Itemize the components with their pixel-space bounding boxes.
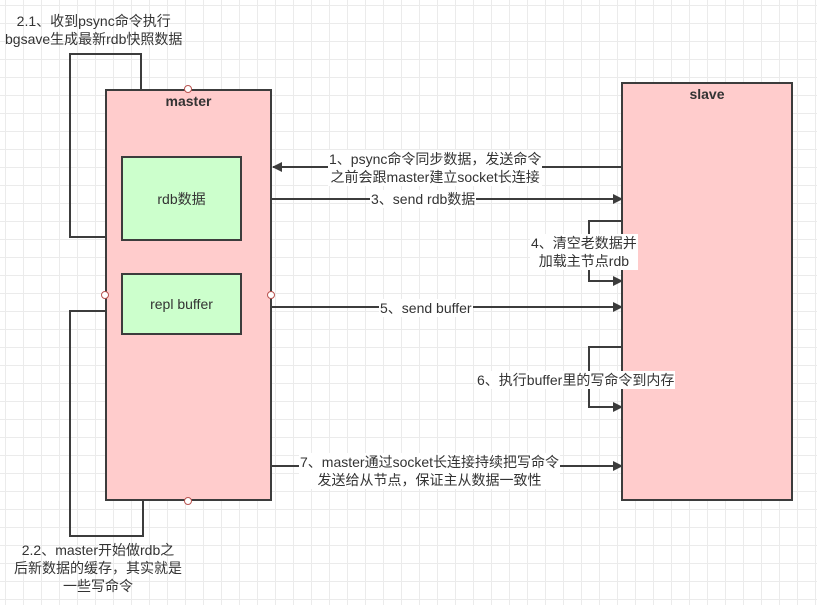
edge-1-label-line2: 之前会跟master建立socket长连接 bbox=[330, 169, 540, 185]
edge-3-label: 3、send rdb数据 bbox=[370, 190, 477, 208]
edge-2-2-label-line2: 后新数据的缓存，其实就是 bbox=[14, 560, 182, 576]
master-port-top bbox=[184, 85, 192, 93]
edge-4-label: 4、清空老数据并 加载主节点rdb bbox=[530, 234, 638, 270]
edge-1-label: 1、psync命令同步数据，发送命令 之前会跟master建立socket长连接 bbox=[328, 150, 543, 186]
repl-buffer-node[interactable]: repl buffer bbox=[121, 273, 242, 335]
slave-node[interactable]: slave bbox=[621, 82, 793, 501]
master-title: master bbox=[165, 93, 212, 109]
edge-7-label-line1: 7、master通过socket长连接持续把写命令 bbox=[300, 454, 560, 470]
rdb-data-label: rdb数据 bbox=[157, 190, 206, 207]
rdb-data-node[interactable]: rdb数据 bbox=[121, 156, 242, 241]
master-port-bottom bbox=[184, 497, 192, 505]
master-port-left bbox=[101, 291, 109, 299]
edge-4-label-line1: 4、清空老数据并 bbox=[531, 235, 637, 251]
edge-7-label: 7、master通过socket长连接持续把写命令 发送给从节点，保证主从数据一… bbox=[299, 453, 561, 489]
edge-2-1-label-line1: 2.1、收到psync命令执行 bbox=[16, 13, 171, 29]
edge-7-label-line2: 发送给从节点，保证主从数据一致性 bbox=[317, 472, 542, 488]
master-port-right bbox=[267, 291, 275, 299]
slave-title: slave bbox=[689, 86, 725, 102]
edge-2-1-label: 2.1、收到psync命令执行 bgsave生成最新rdb快照数据 bbox=[4, 12, 183, 48]
edge-2-1-line bbox=[69, 53, 146, 238]
edge-2-2-label-line1: 2.2、master开始做rdb之 bbox=[21, 542, 175, 558]
edge-2-2-label-line3: 一些写命令 bbox=[63, 578, 133, 594]
edge-5-label: 5、send buffer bbox=[379, 299, 473, 317]
edge-2-1-label-line2: bgsave生成最新rdb快照数据 bbox=[5, 31, 183, 47]
repl-buffer-label: repl buffer bbox=[150, 296, 213, 312]
edge-2-2-label: 2.2、master开始做rdb之 后新数据的缓存，其实就是 一些写命令 bbox=[13, 541, 183, 595]
edge-6-label: 6、执行buffer里的写命令到内存 bbox=[476, 371, 676, 389]
edge-4-label-line2: 加载主节点rdb bbox=[538, 253, 630, 269]
edge-1-label-line1: 1、psync命令同步数据，发送命令 bbox=[329, 151, 542, 167]
